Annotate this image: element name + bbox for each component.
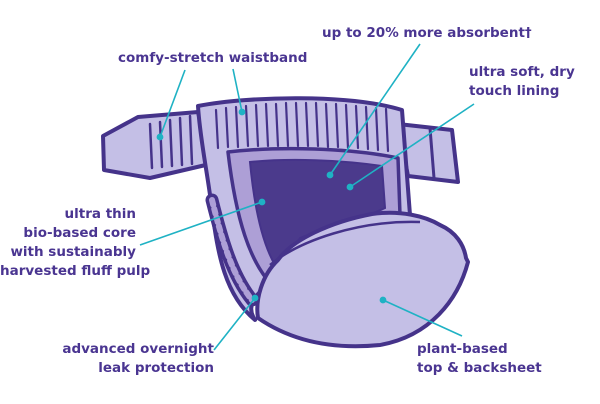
label-leak: advanced overnight leak protection [62,341,214,376]
leader-waistband [232,68,243,113]
leak-guard-inner [209,197,255,303]
label-waistband: comfy-stretch waistband [118,50,308,66]
leader-absorbent [329,43,421,176]
leader-lines [139,43,475,351]
leader-lining-dot [346,183,354,191]
label-sheet: plant-based top & backsheet [417,341,542,376]
leader-side-tab [159,69,186,138]
leader-leak [213,297,256,351]
leader-leak-dot [251,294,259,302]
leader-core [139,201,263,246]
label-core: ultra thin bio-based core with sustainab… [0,206,151,279]
waistband-ridges [214,101,390,153]
label-absorbent: up to 20% more absorbent† [322,25,532,41]
leader-sheet [382,299,463,337]
leader-absorbent-dot [326,171,334,179]
left-tab-ridges [148,114,194,170]
label-lining: ultra soft, dry touch lining [469,64,575,99]
leader-sheet-dot [379,296,387,304]
leader-lining [349,103,475,188]
leader-side-tab-dot [156,133,164,141]
leader-core-dot [258,198,266,206]
front-flap-edge [269,220,421,266]
leader-waistband-dot [238,108,246,116]
left-side-tab [101,110,212,180]
